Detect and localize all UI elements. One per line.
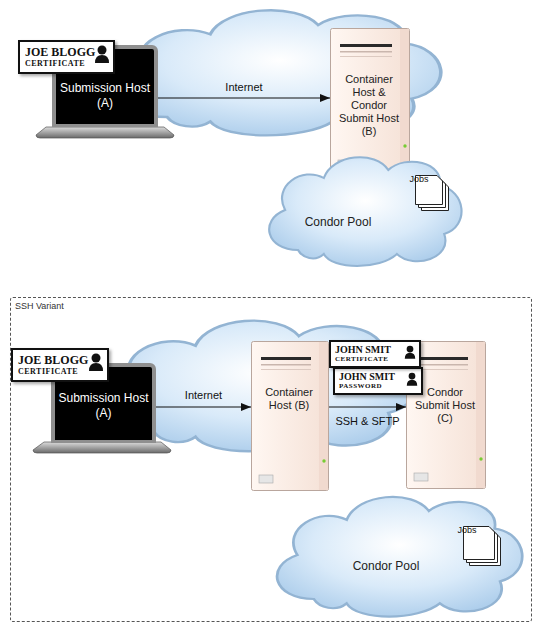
variant-frame: JOE BLOGGCERTIFICATESubmission Host (A)C… — [10, 297, 532, 622]
node-text: JOHN SMIT — [339, 371, 405, 382]
node-text: Submission Host (A) — [56, 81, 154, 111]
person-icon — [406, 372, 418, 386]
node-text: Condor Pool — [305, 215, 372, 229]
node-text: Container Host (B) — [255, 386, 323, 412]
person-icon — [94, 45, 110, 63]
edge-label: Internet — [185, 389, 222, 401]
connector-arrow — [329, 407, 406, 408]
node-text: SSH Variant — [15, 301, 64, 311]
password-card: JOHN SMITPASSWORD — [333, 367, 423, 395]
node-text: CERTIFICATE — [335, 355, 403, 364]
connector-arrow — [156, 407, 251, 408]
job-document: Jobs — [415, 175, 449, 211]
edge-label: Internet — [225, 81, 262, 93]
node-text: CERTIFICATE — [25, 59, 91, 69]
connector-arrow — [158, 98, 330, 99]
laptop-base — [36, 127, 174, 138]
node-text: Jobs — [457, 525, 476, 535]
pool-cloud: JobsCondor Pool — [255, 150, 470, 270]
laptop-base — [33, 442, 171, 453]
node-text: CERTIFICATE — [18, 367, 85, 377]
job-document: Jobs — [463, 526, 501, 566]
server-box: Container Host (B) — [251, 341, 329, 491]
node-text: Container Host & Condor Submit Host (B) — [334, 73, 404, 138]
server-box: Container Host & Condor Submit Host (B) — [330, 28, 410, 176]
node-text: JOHN SMIT — [335, 344, 403, 355]
node-text: Jobs — [409, 174, 428, 184]
pool-cloud: JobsCondor Pool — [259, 489, 533, 621]
certificate-card: JOE BLOGGCERTIFICATE — [18, 40, 115, 74]
server-art — [251, 341, 329, 491]
certificate-card: JOE BLOGGCERTIFICATE — [11, 348, 109, 382]
edge-label: SSH & SFTP — [335, 415, 399, 427]
node-text: Submission Host (A) — [55, 391, 152, 421]
node-text: Condor Pool — [353, 559, 420, 573]
certificate-card: JOHN SMITCERTIFICATE — [329, 340, 421, 368]
person-icon — [88, 353, 104, 371]
person-icon — [404, 345, 416, 359]
node-text: JOE BLOGG — [18, 353, 85, 367]
node-text: PASSWORD — [339, 382, 405, 391]
node-text: JOE BLOGG — [25, 45, 91, 59]
